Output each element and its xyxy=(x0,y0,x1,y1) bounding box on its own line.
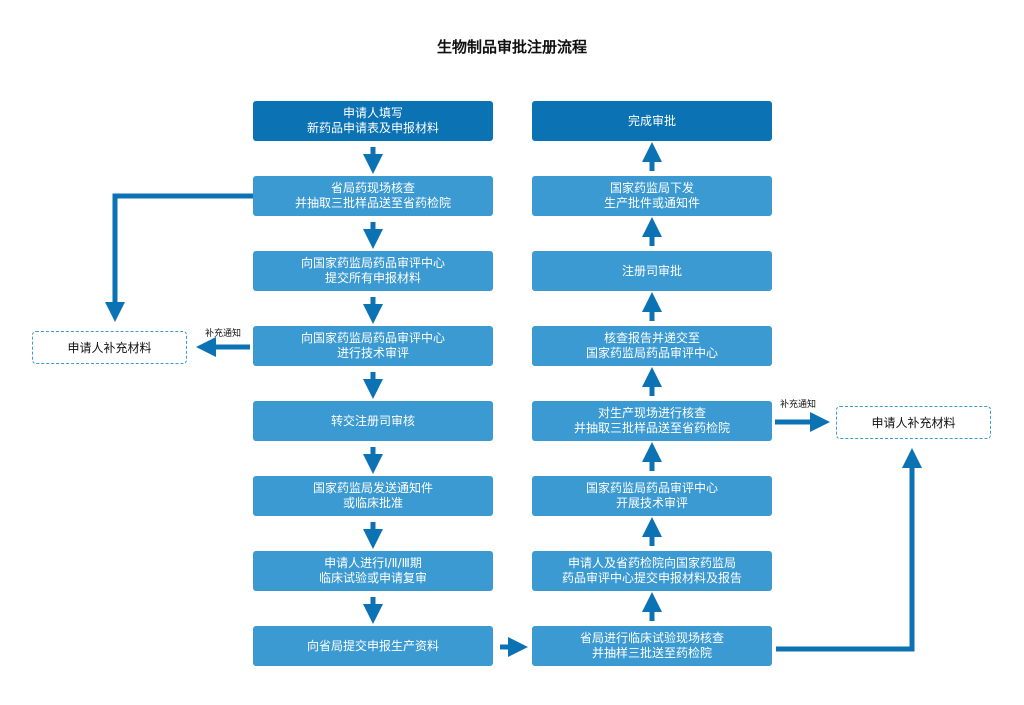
supplement-box-right: 申请人补充材料 xyxy=(836,406,991,439)
step-transfer-registration: 转交注册司审核 xyxy=(253,401,493,441)
step-verify-report: 核查报告并递交至 国家药监局药品审评中心 xyxy=(532,326,772,366)
step-apply: 申请人填写 新药品申请表及申报材料 xyxy=(253,101,493,141)
step-issue-license: 国家药监局下发 生产批件或通知件 xyxy=(532,176,772,216)
step-provincial-inspection: 省局药现场核查 并抽取三批样品送至省药检院 xyxy=(253,176,493,216)
step-complete: 完成审批 xyxy=(532,101,772,141)
step-submit-materials: 向国家药监局药品审评中心 提交所有申报材料 xyxy=(253,251,493,291)
page-title: 生物制品审批注册流程 xyxy=(436,38,587,56)
step-production-inspection: 对生产现场进行核查 并抽取三批样品送至省药检院 xyxy=(532,401,772,441)
arrow-feedback-left xyxy=(105,193,253,322)
note-supplement-left: 补充通知 xyxy=(205,329,242,339)
step-submit-report: 申请人及省药检院向国家药监局 药品审评中心提交申报材料及报告 xyxy=(532,551,772,591)
supplement-box-left: 申请人补充材料 xyxy=(32,331,187,364)
step-clinical-trial: 申请人进行Ⅰ/Ⅱ/Ⅲ期 临床试验或申请复审 xyxy=(253,551,493,591)
step-submit-production: 向省局提交申报生产资料 xyxy=(253,626,493,666)
note-supplement-right: 补充通知 xyxy=(780,400,817,410)
step-registration-approval: 注册司审批 xyxy=(532,251,772,291)
step-cde-review: 国家药监局药品审评中心 开展技术审评 xyxy=(532,476,772,516)
arrow-feedback-right xyxy=(776,448,922,652)
step-technical-review: 向国家药监局药品审评中心 进行技术审评 xyxy=(253,326,493,366)
step-notice-approval: 国家药监局发送通知件 或临床批准 xyxy=(253,476,493,516)
step-clinical-site-inspection: 省局进行临床试验现场核查 并抽样三批送至药检院 xyxy=(532,626,772,666)
